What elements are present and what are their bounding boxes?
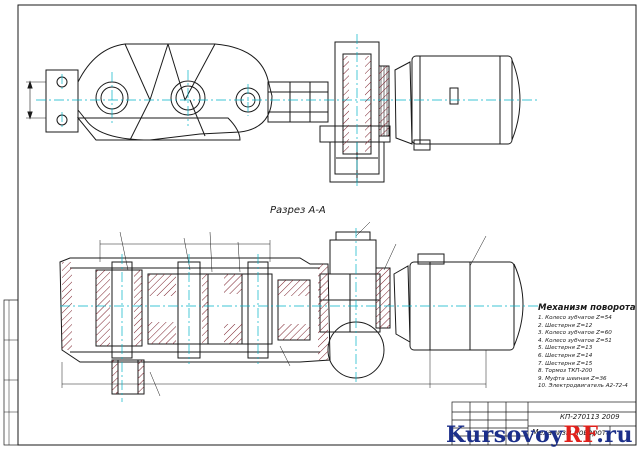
parts-list-item: 6. Шестерня Z=14 (538, 352, 593, 359)
parts-list-item: 3. Колесо зубчатое Z=60 (538, 330, 612, 337)
title-block-code: КП-270113 2009 (560, 413, 620, 421)
parts-list-item: 5. Шестерня Z=13 (538, 345, 593, 352)
parts-list-item: 8. Тормоз ТКП-200 (538, 368, 593, 375)
parts-list-item: 7. Шестерня Z=15 (538, 360, 593, 367)
parts-list-title: Механизм поворота (538, 303, 636, 313)
parts-list-item: 1. Колесо зубчатое Z=54 (538, 315, 612, 321)
parts-list-item: 10. Электродвигатель А2-72-4 (538, 383, 628, 390)
watermark-logo: KursovoyRF.ru (446, 422, 633, 448)
drawing-frame (3, 4, 637, 446)
section-hatch (62, 262, 390, 394)
section-center-lines (60, 228, 540, 402)
top-view (26, 41, 521, 183)
parts-list-item: 4. Колесо зубчатое Z=51 (538, 337, 612, 344)
parts-list-item: 9. Муфта шеиная Z=36 (538, 375, 607, 382)
parts-list: Механизм поворота 1. Колесо зубчатое Z=5… (538, 303, 636, 391)
section-label: Разрез А-А (270, 205, 326, 216)
parts-list-item: 2. Шестерня Z=12 (538, 322, 593, 329)
section-view (59, 221, 524, 397)
title-block (451, 401, 637, 446)
top-center-lines (36, 34, 540, 186)
top-hatch (343, 56, 389, 152)
title-block-name: Механизм поворота (532, 428, 611, 437)
